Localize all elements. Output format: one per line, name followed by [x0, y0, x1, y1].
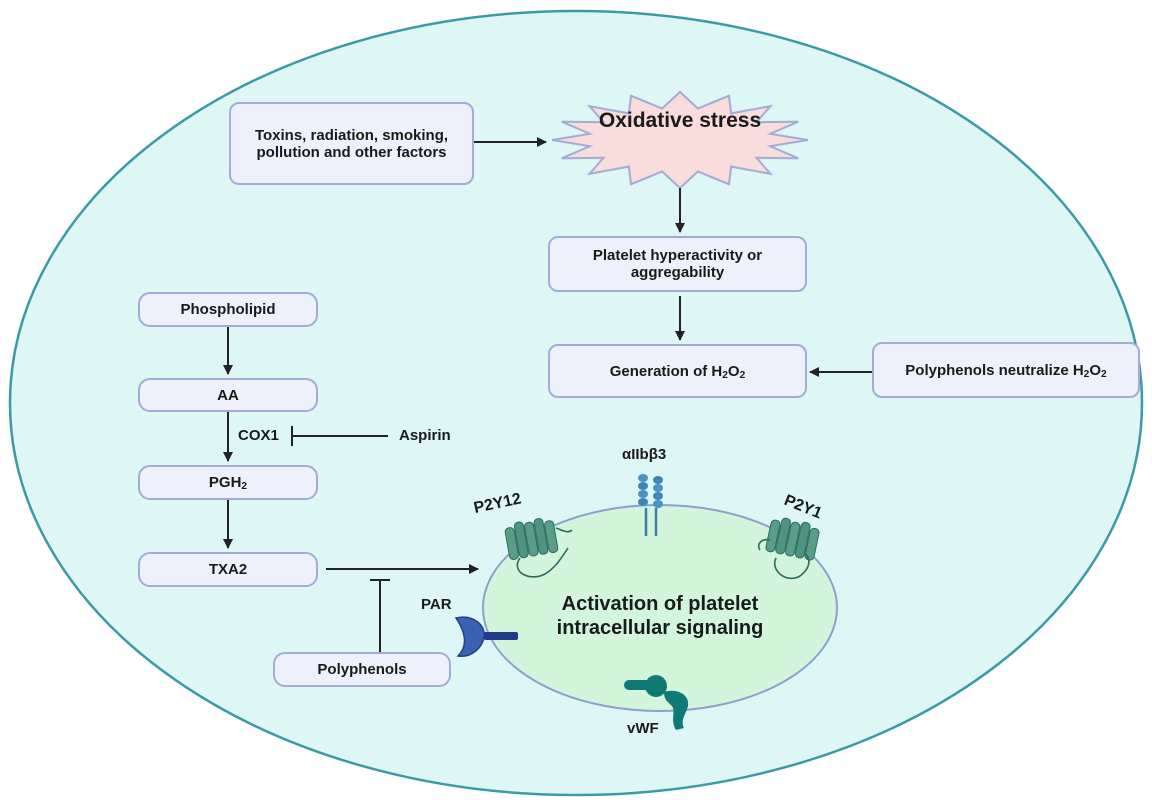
hyperactivity-text: Platelet hyperactivity or aggregability: [592, 247, 763, 281]
phospholipid-text: Phospholipid: [180, 301, 276, 318]
aspirin-inhibition: [291, 426, 388, 446]
aa-box: AA: [138, 378, 318, 412]
polyphenols-text: Polyphenols: [317, 661, 407, 678]
factors-box: Toxins, radiation, smoking, pollution an…: [229, 102, 474, 185]
vwf-label: vWF: [627, 720, 659, 737]
pgh2-box: PGH2: [138, 465, 318, 500]
txa2-text: TXA2: [208, 561, 248, 578]
oxidative-stress-text: Oxidative stress: [598, 109, 762, 132]
par-receptor-icon: [454, 616, 518, 657]
cell-ellipse: [8, 9, 1144, 797]
neutralize-box: Polyphenols neutralize H2O2: [872, 342, 1140, 398]
phospholipid-box: Phospholipid: [138, 292, 318, 327]
factors-text: Toxins, radiation, smoking, pollution an…: [254, 126, 449, 161]
polyphenols-inhibition: [370, 579, 390, 652]
generation-text: Generation of H2O2: [609, 362, 746, 381]
integrin-label: αIIbβ3: [622, 446, 667, 463]
aa-text: AA: [217, 386, 239, 404]
neutralize-text: Polyphenols neutralize H2O2: [905, 361, 1107, 380]
pgh2-text: PGH2: [208, 474, 248, 493]
polyphenols-box: Polyphenols: [273, 652, 451, 687]
vwf-icon: [624, 675, 689, 730]
generation-box: Generation of H2O2: [548, 344, 807, 398]
activation-label: Activation of platelet intracellular sig…: [530, 592, 790, 640]
txa2-box: TXA2: [138, 552, 318, 587]
par-label: PAR: [421, 596, 452, 613]
aspirin-label: Aspirin: [399, 427, 451, 444]
p2y1-receptor-icon: [757, 517, 820, 580]
oxidative-stress-burst: [551, 90, 809, 190]
oxidative-stress-label: Oxidative stress: [598, 108, 762, 134]
hyperactivity-box: Platelet hyperactivity or aggregability: [548, 236, 807, 292]
p2y12-receptor-icon: [504, 518, 573, 578]
integrin-icon: [638, 474, 663, 536]
activation-text: Activation of platelet intracellular sig…: [556, 593, 764, 639]
cox1-label: COX1: [238, 427, 279, 444]
